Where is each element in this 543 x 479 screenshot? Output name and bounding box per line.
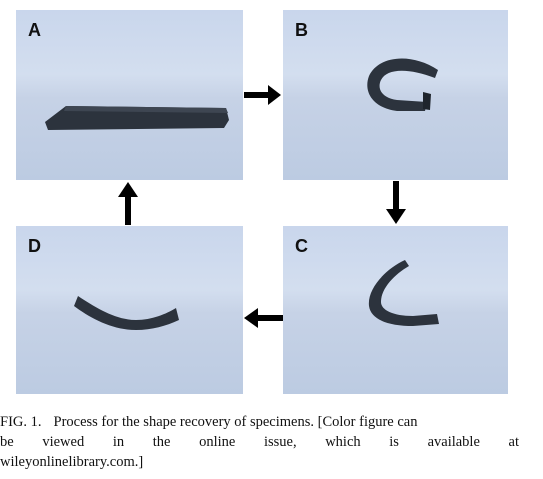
panel-b: B — [283, 10, 508, 180]
arrow-down-icon — [386, 181, 406, 224]
caption-line-1: FIG. 1.Process for the shape recovery of… — [0, 414, 418, 430]
specimen-shallow-bend — [74, 296, 179, 330]
panel-c: C — [283, 226, 508, 394]
panel-label: C — [295, 236, 308, 256]
arrow-left-icon — [244, 308, 283, 328]
figure-caption: FIG. 1.Process for the shape recovery of… — [0, 412, 519, 472]
caption-line-3: wileyonlinelibrary.com.] — [0, 454, 144, 470]
specimen-curled — [367, 58, 438, 111]
specimen-hook — [368, 260, 439, 326]
panel-label: B — [295, 20, 308, 40]
arrow-right-icon — [244, 85, 281, 105]
arrow-up-icon — [118, 182, 138, 225]
figure-id: FIG. 1. — [0, 414, 42, 430]
caption-line-2: be viewed in the online issue, which is … — [0, 434, 519, 450]
specimen-flat — [45, 106, 229, 130]
panel-d: D — [16, 226, 243, 394]
panel-a: A — [16, 10, 243, 180]
panel-label: D — [28, 236, 41, 256]
panel-label: A — [28, 20, 41, 40]
